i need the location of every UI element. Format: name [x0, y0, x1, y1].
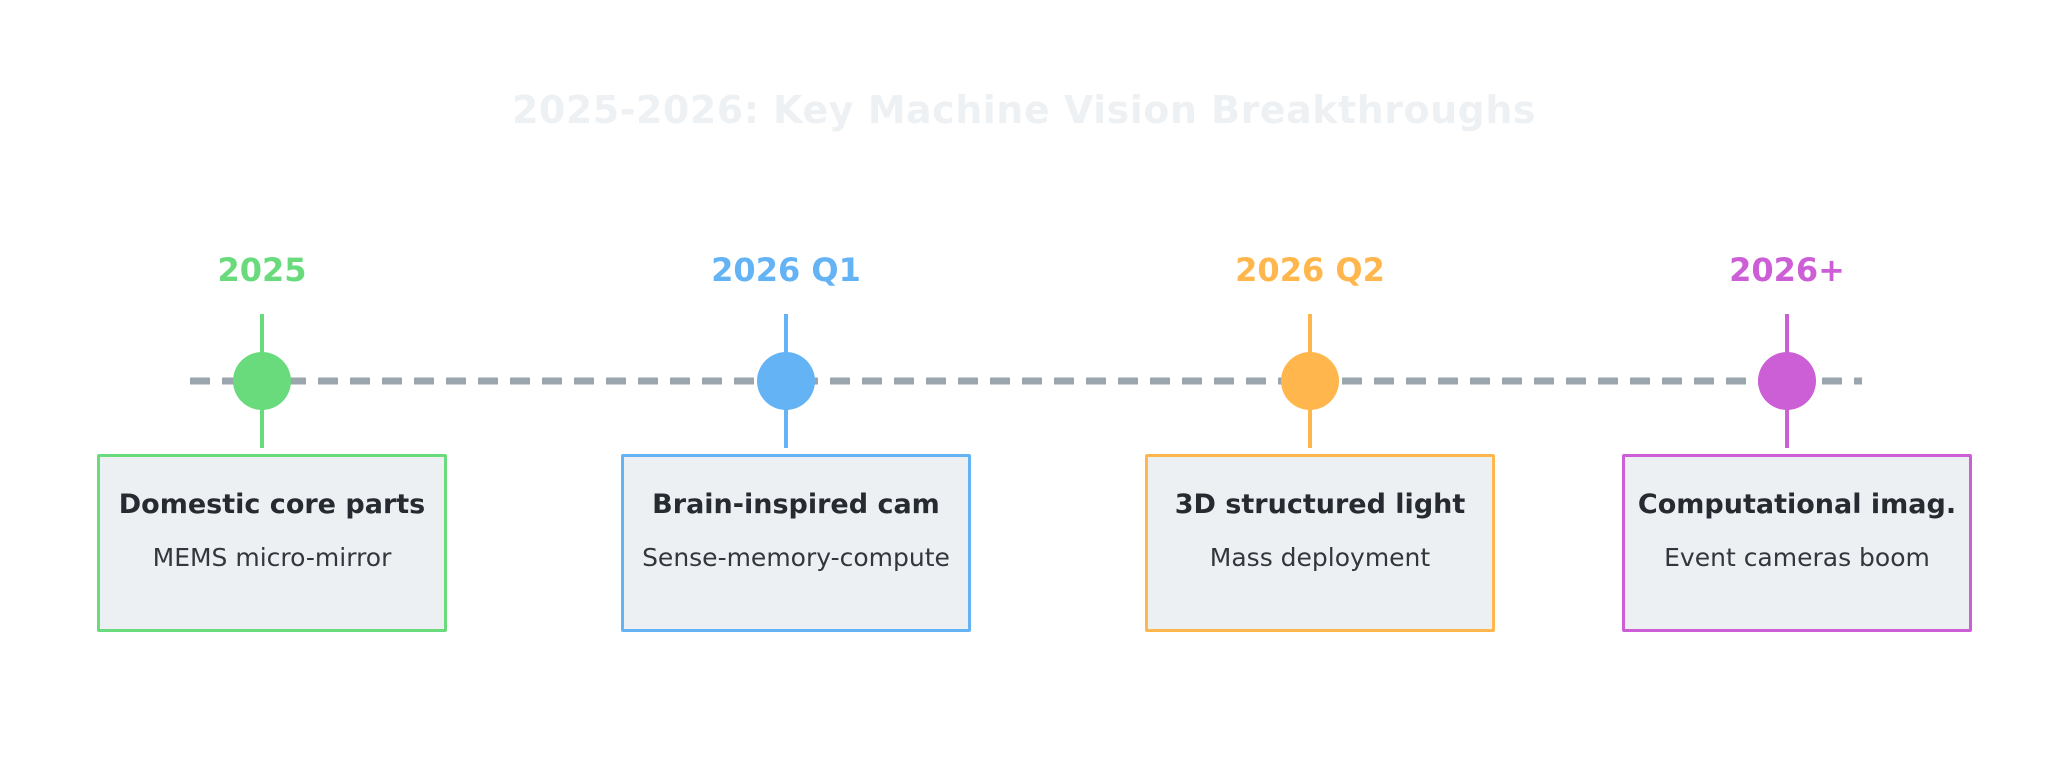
milestone-marker-1	[233, 314, 291, 448]
milestone-detail-2: Sense-memory-compute	[642, 543, 950, 572]
milestone-card-4: Computational imag. Event cameras boom	[1622, 454, 1972, 632]
milestone-card-1: Domestic core parts MEMS micro-mirror	[97, 454, 447, 632]
milestone-heading-2: Brain-inspired cam	[652, 489, 940, 520]
milestone-card-3: 3D structured light Mass deployment	[1145, 454, 1495, 632]
milestone-card-2: Brain-inspired cam Sense-memory-compute	[621, 454, 971, 632]
diagram-title: 2025-2026: Key Machine Vision Breakthrou…	[511, 88, 1537, 132]
milestone-date-4: 2026+	[1729, 251, 1845, 289]
milestone-marker-4	[1758, 314, 1816, 448]
milestone-marker-2	[757, 314, 815, 448]
milestone-date-3: 2026 Q2	[1235, 251, 1385, 289]
milestone-heading-1: Domestic core parts	[118, 489, 426, 520]
milestone-date-1: 2025	[217, 251, 307, 289]
milestone-marker-3	[1281, 314, 1339, 448]
milestone-detail-1: MEMS micro-mirror	[152, 543, 392, 572]
milestone-detail-4: Event cameras boom	[1664, 543, 1930, 572]
milestone-heading-3: 3D structured light	[1174, 489, 1466, 520]
milestone-date-2: 2026 Q1	[711, 251, 861, 289]
milestone-detail-3: Mass deployment	[1209, 543, 1431, 572]
milestone-heading-4: Computational imag.	[1637, 489, 1957, 520]
